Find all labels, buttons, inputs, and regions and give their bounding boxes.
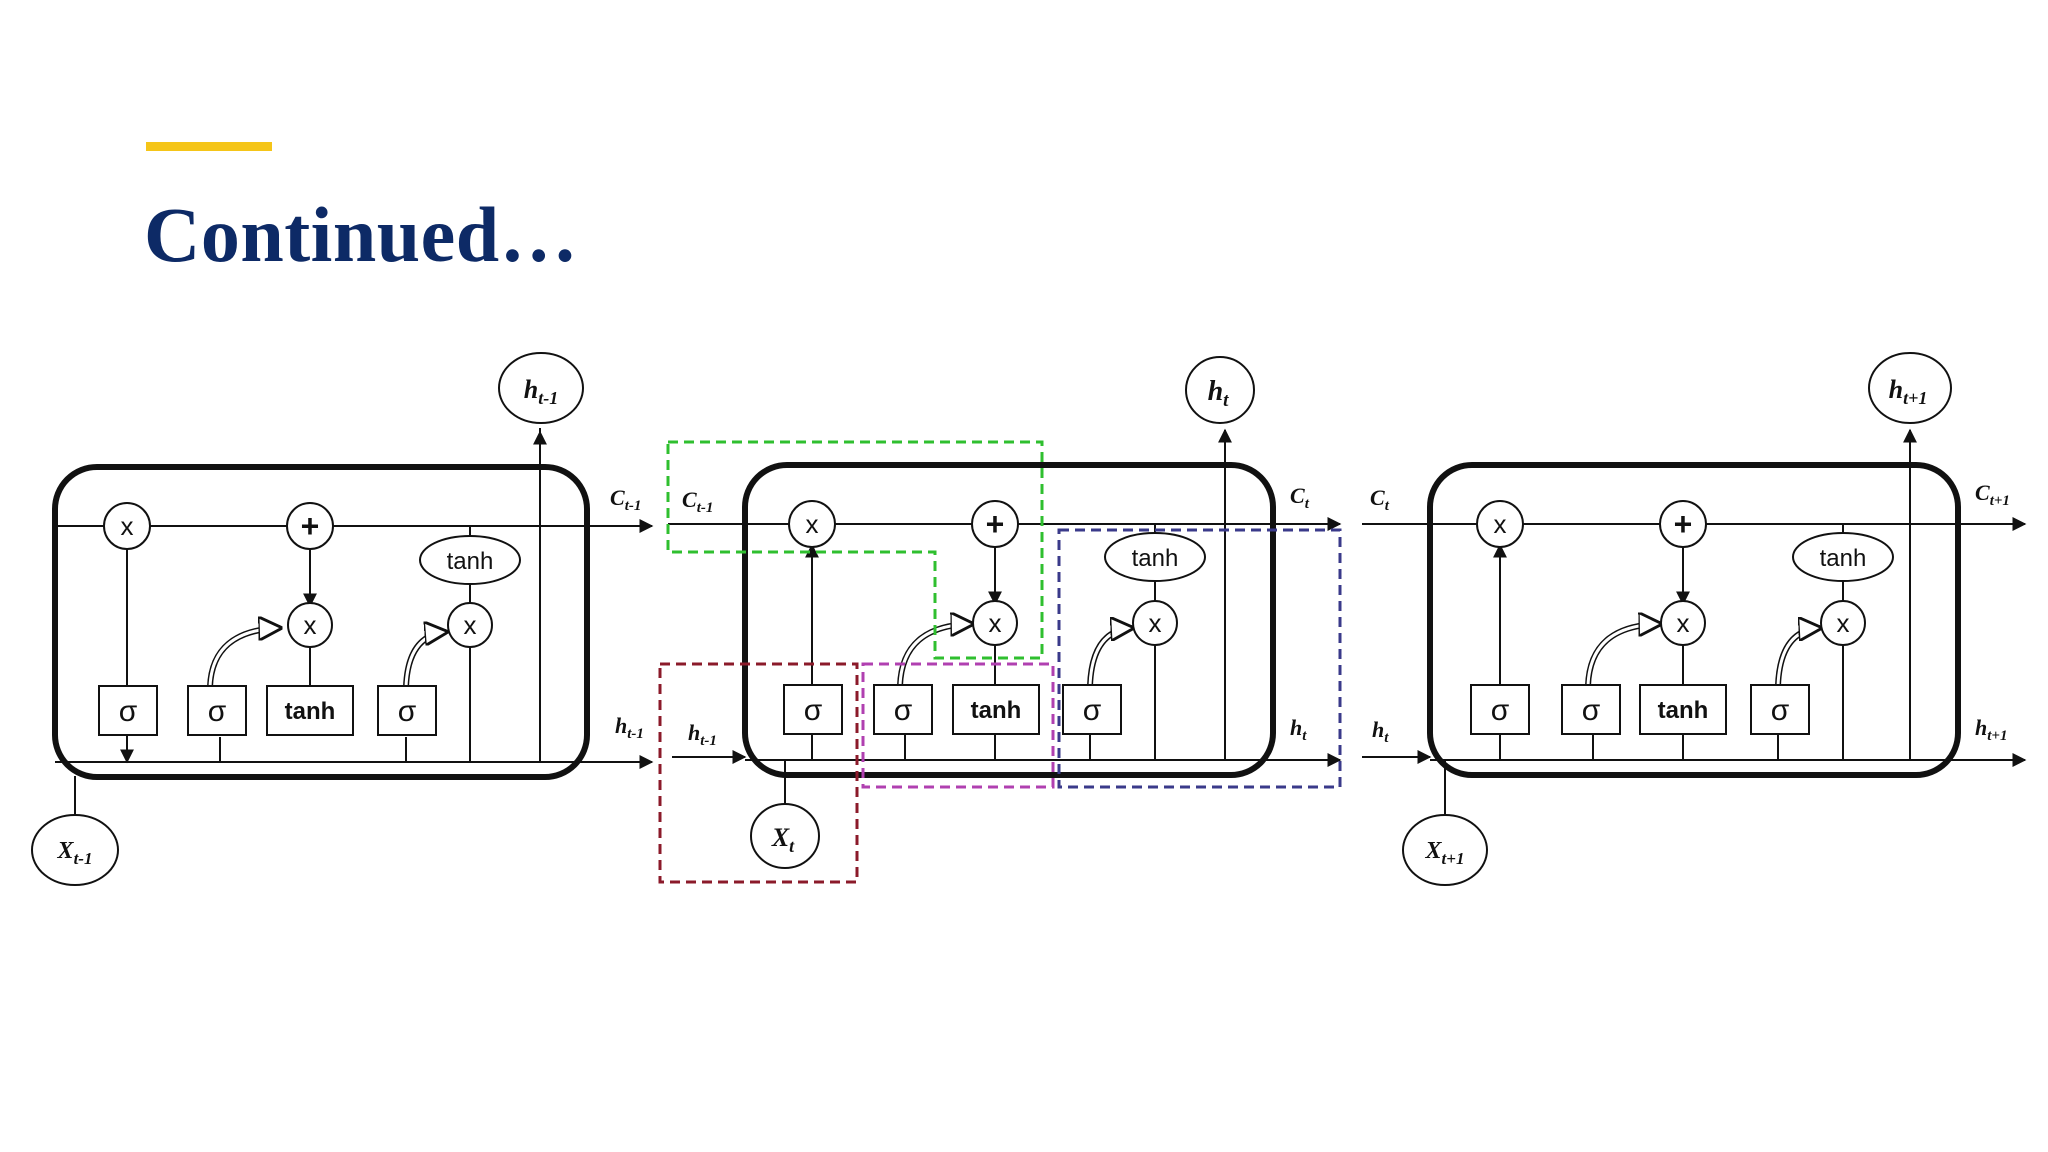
output-gate-highlight (1057, 528, 1342, 789)
cell-state-out-label: Ct-1 (610, 485, 641, 514)
output-multiply-node (1132, 600, 1178, 646)
forget-gate-label: σ (119, 695, 138, 728)
tanh-activation-node (1792, 532, 1894, 582)
input-gate-highlight (861, 662, 1055, 789)
candidate-gate (266, 685, 354, 736)
forget-gate-highlight (666, 440, 1044, 660)
add-symbol: + (1674, 506, 1693, 542)
title-accent-bar (146, 142, 272, 151)
hidden-right-label: ht+1 (1975, 715, 2007, 744)
input-multiply-symbol: x (1677, 608, 1690, 638)
forget-multiply-node (788, 500, 836, 548)
tanh-activation-label: tanh (1132, 545, 1179, 572)
hidden-output-node (1868, 352, 1952, 424)
hidden-in-label: ht-1 (688, 720, 717, 749)
lstm-cell-previous: x + x x tanh σ σ tanh σ ht-1 Xt-1 Ct-1 h… (31, 352, 654, 886)
input-gate-label: σ (1582, 694, 1601, 727)
hidden-output-node (498, 352, 584, 424)
input-x-label: Xt-1 (57, 838, 93, 868)
add-node (286, 502, 334, 550)
forget-multiply-node (103, 502, 151, 550)
hidden-output-node (1185, 356, 1255, 424)
tanh-activation-label: tanh (1820, 545, 1867, 572)
input-gate (1561, 684, 1621, 735)
candidate-gate-label: tanh (1658, 697, 1709, 724)
hidden-right-label: ht (1290, 715, 1307, 744)
input-gate-label: σ (208, 695, 227, 728)
forget-gate-label: σ (1491, 694, 1510, 727)
cell-state-in-label: Ct (1370, 485, 1390, 514)
tanh-activation-label: tanh (447, 548, 494, 575)
add-symbol: + (301, 508, 320, 544)
input-multiply-node (287, 602, 333, 648)
output-gate-label: σ (398, 695, 417, 728)
tanh-activation-node (419, 535, 521, 585)
forget-multiply-symbol: x (806, 509, 819, 539)
input-gate (873, 684, 933, 735)
cell-boundary (742, 462, 1276, 778)
cell-state-out-label: Ct+1 (1975, 480, 2010, 509)
input-x-node (750, 803, 820, 869)
input-gate-label: σ (894, 694, 913, 727)
forget-multiply-symbol: x (1494, 509, 1507, 539)
hidden-in-label: ht (1372, 717, 1389, 746)
input-x-label: Xt+1 (1425, 838, 1465, 868)
hidden-output-label: ht+1 (1889, 375, 1928, 408)
input-multiply-node (1660, 600, 1706, 646)
output-gate (1062, 684, 1122, 735)
input-x-node (1402, 814, 1488, 886)
page-title: Continued… (144, 191, 579, 278)
candidate-gate (1639, 684, 1727, 735)
output-gate-label: σ (1771, 694, 1790, 727)
input-x-node (31, 814, 119, 886)
forget-gate-label: σ (804, 694, 823, 727)
hidden-output-label: ht (1208, 376, 1230, 411)
add-symbol: + (986, 506, 1005, 542)
output-gate-label: σ (1083, 694, 1102, 727)
hidden-right-label: ht-1 (615, 713, 644, 742)
output-gate (1750, 684, 1810, 735)
lstm-cell-next: x + x x tanh σ σ tanh σ ht+1 Xt+1 Ct ht … (1362, 352, 2027, 886)
candidate-gate-label: tanh (285, 698, 336, 725)
output-multiply-node (1820, 600, 1866, 646)
cell-state-out-label: Ct (1290, 483, 1310, 512)
lstm-cell-current: x + x x tanh σ σ tanh σ ht Xt Ct-1 ht-1 … (658, 356, 1342, 884)
add-node (1659, 500, 1707, 548)
candidate-gate-label: tanh (971, 697, 1022, 724)
input-x-highlight (658, 662, 859, 884)
tanh-activation-node (1104, 532, 1206, 582)
output-multiply-node (447, 602, 493, 648)
output-multiply-symbol: x (1837, 608, 1850, 638)
forget-multiply-node (1476, 500, 1524, 548)
output-gate (377, 685, 437, 736)
hidden-output-label: ht-1 (524, 375, 558, 408)
input-x-label: Xt (771, 823, 795, 856)
cell-state-in-label: Ct-1 (682, 487, 713, 516)
add-node (971, 500, 1019, 548)
cell-boundary (52, 464, 590, 780)
input-multiply-symbol: x (304, 610, 317, 640)
forget-multiply-symbol: x (121, 511, 134, 541)
input-multiply-node (972, 600, 1018, 646)
output-multiply-symbol: x (1149, 608, 1162, 638)
input-gate (187, 685, 247, 736)
forget-gate (98, 685, 158, 736)
cell-boundary (1427, 462, 1961, 778)
output-multiply-symbol: x (464, 610, 477, 640)
forget-gate (1470, 684, 1530, 735)
candidate-gate (952, 684, 1040, 735)
forget-gate (783, 684, 843, 735)
input-multiply-symbol: x (989, 608, 1002, 638)
